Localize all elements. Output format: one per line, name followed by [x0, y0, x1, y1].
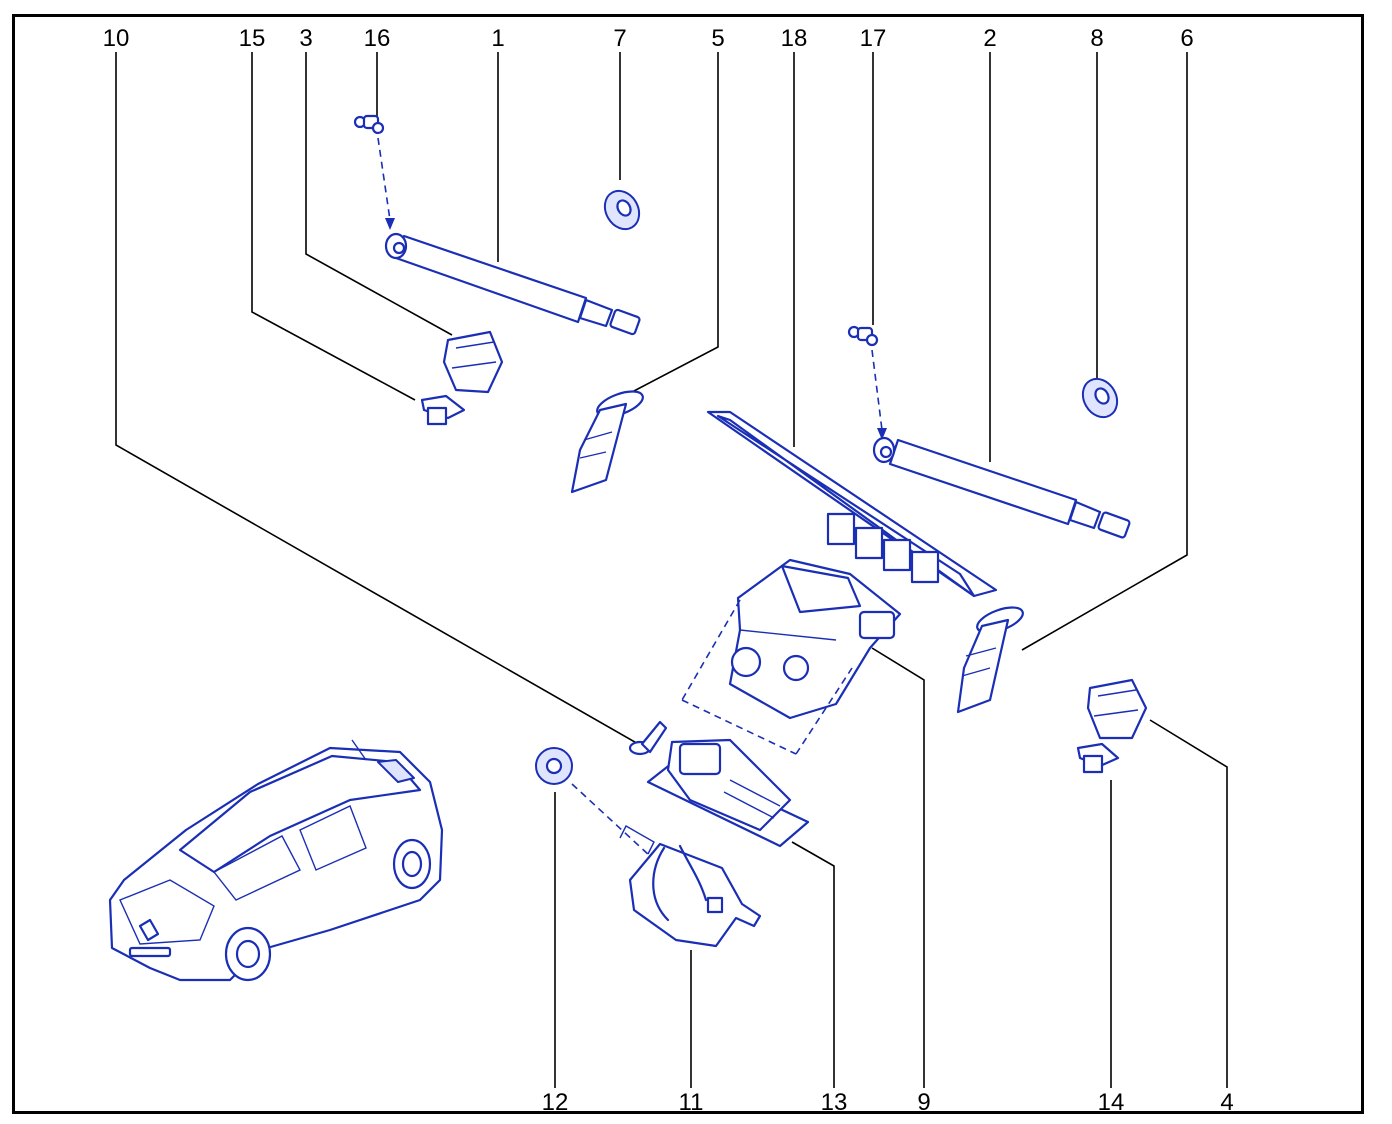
part-3-bump-stop [442, 330, 504, 394]
part-13-switch [646, 738, 810, 848]
part-18-trim-panel [706, 410, 998, 598]
callout-14: 14 [1098, 1089, 1125, 1116]
callout-4: 4 [1220, 1089, 1233, 1116]
vehicle-illustration [108, 739, 444, 982]
leader-15 [251, 52, 416, 401]
leader-6 [1021, 52, 1188, 651]
part-7-washer [603, 189, 641, 231]
part-10-screw [628, 720, 668, 756]
callout-16: 16 [364, 25, 391, 52]
callout-10-top: 10 [103, 25, 130, 52]
part-16-bolt [353, 114, 395, 230]
callout-3: 3 [299, 25, 312, 52]
leader-9 [871, 647, 925, 1088]
part-6-fastener [956, 606, 1024, 714]
leader-5 [631, 52, 719, 393]
callout-9: 9 [917, 1089, 930, 1116]
part-9-lock [681, 558, 902, 755]
part-5-fastener [570, 390, 644, 494]
callout-18: 18 [781, 25, 808, 52]
part-14-stop [1076, 742, 1120, 774]
leader-lines [115, 52, 1228, 1088]
leader-4 [1149, 719, 1228, 1088]
callout-1: 1 [491, 25, 504, 52]
part-2-gas-strut [872, 436, 1131, 539]
leader-13 [791, 841, 835, 1088]
part-8-washer [1081, 377, 1119, 419]
callout-12: 12 [542, 1089, 569, 1116]
callout-15: 15 [239, 25, 266, 52]
part-15-stop [420, 394, 466, 426]
callout-7: 7 [613, 25, 626, 52]
callout-11: 11 [679, 1089, 704, 1116]
leader-3 [305, 52, 453, 336]
part-12-grommet [535, 747, 655, 857]
part-17-bolt [847, 325, 887, 440]
part-4-bump-stop [1086, 678, 1148, 740]
callout-2: 2 [983, 25, 996, 52]
part-11-bracket [628, 842, 762, 948]
callout-6: 6 [1180, 25, 1193, 52]
callout-5: 5 [711, 25, 724, 52]
callout-17: 17 [860, 25, 887, 52]
leader-10 [115, 52, 641, 746]
part-1-gas-strut [384, 232, 641, 336]
callout-13: 13 [821, 1089, 848, 1116]
callout-8: 8 [1090, 25, 1103, 52]
